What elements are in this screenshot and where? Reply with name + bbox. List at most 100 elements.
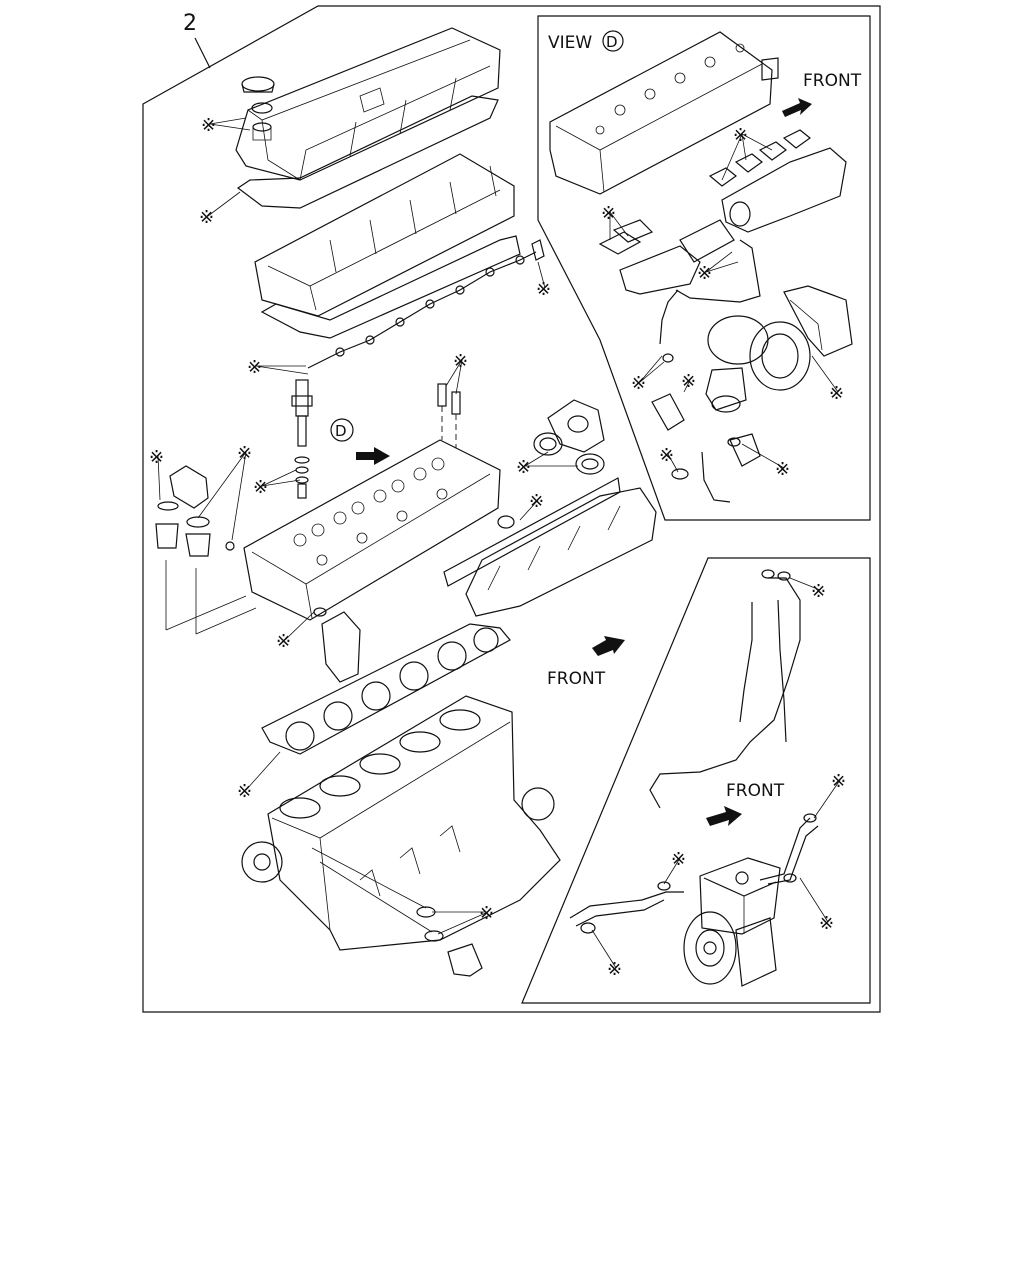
rocker-cover	[235, 27, 501, 181]
marker-leader	[255, 365, 309, 375]
kit-marker: ※	[479, 903, 494, 924]
turbo-oil-pipes	[659, 239, 761, 503]
item-leader	[194, 37, 211, 69]
marker-leader	[209, 123, 251, 131]
kit-marker: ※	[516, 457, 531, 478]
marker-leader	[231, 451, 247, 541]
marker-leader	[609, 211, 629, 237]
marker-leader	[284, 611, 315, 641]
harness-pipes	[649, 569, 801, 809]
marker-leader	[524, 451, 549, 467]
marker-leader	[157, 455, 161, 501]
marker-leader	[663, 857, 681, 885]
injector	[291, 379, 313, 499]
view-d-inset-frame	[537, 15, 871, 521]
kit-marker: ※	[237, 781, 252, 802]
marker-leader	[591, 929, 617, 969]
marker-leader	[437, 911, 489, 935]
kit-marker: ※	[199, 207, 214, 228]
exhaust-manifold-gaskets	[598, 129, 811, 255]
front-label-view-d: FRONT	[803, 71, 862, 91]
view-d-direction-arrow	[356, 447, 390, 465]
injection-pump	[683, 857, 781, 987]
kit-marker: ※	[819, 913, 834, 934]
view-d-reference-letter: D	[335, 422, 347, 440]
kit-marker: ※	[601, 203, 616, 224]
kit-marker: ※	[681, 371, 696, 392]
turbocharger	[651, 285, 853, 467]
cylinder-block	[241, 695, 561, 951]
studs	[437, 383, 461, 448]
thermostat-parts	[155, 465, 257, 635]
pump-feed-pipes	[569, 813, 819, 934]
head-gasket	[261, 623, 511, 755]
head-cover-housing	[254, 153, 515, 317]
view-d-head	[549, 31, 779, 195]
kit-marker: ※	[831, 771, 846, 792]
front-label-main: FRONT	[547, 669, 606, 689]
marker-leader	[813, 779, 841, 819]
front-arrow-pump	[706, 806, 742, 826]
kit-marker: ※	[811, 581, 826, 602]
marker-leader	[705, 251, 733, 273]
marker-leader	[207, 191, 241, 217]
kit-marker: ※	[775, 459, 790, 480]
intake-manifold	[443, 477, 657, 617]
oil-orings	[311, 847, 483, 977]
item-number: 2	[183, 11, 197, 36]
exhaust-manifold	[619, 147, 847, 295]
rocker-cover-gasket	[236, 95, 499, 209]
kit-marker: ※	[697, 263, 712, 284]
marker-leader	[261, 479, 301, 487]
marker-leader	[683, 379, 691, 393]
leak-off-pipe	[307, 239, 545, 369]
marker-leader	[741, 443, 785, 469]
kit-marker: ※	[733, 125, 748, 146]
kit-marker: ※	[247, 357, 262, 378]
kit-marker: ※	[671, 849, 686, 870]
marker-leader	[639, 361, 665, 383]
kit-marker: ※	[536, 279, 551, 300]
marker-leader	[811, 355, 839, 393]
front-arrow-view-d	[782, 98, 812, 117]
view-letter: D	[606, 33, 618, 51]
kit-marker: ※	[237, 443, 252, 464]
marker-leader	[261, 469, 297, 487]
kit-marker: ※	[659, 445, 674, 466]
view-d-reference-circle	[330, 418, 354, 442]
marker-leader	[445, 359, 463, 387]
view-letter-circle	[602, 30, 624, 52]
front-label-pump: FRONT	[726, 781, 785, 801]
marker-leader	[741, 133, 773, 151]
marker-leader	[455, 359, 463, 395]
front-arrow-main	[592, 636, 625, 656]
marker-leader	[741, 133, 747, 161]
marker-leader	[799, 877, 829, 923]
marker-leader	[245, 751, 281, 791]
kit-markers: ※※※※※※※※※※※※※※※※※※※※※※※※※※	[149, 115, 846, 980]
cylinder-head	[243, 439, 501, 621]
egr-gaskets	[533, 399, 605, 475]
kit-marker: ※	[631, 373, 646, 394]
marker-leader	[639, 355, 663, 383]
marker-leader	[721, 133, 743, 181]
kit-marker: ※	[453, 351, 468, 372]
kit-marker: ※	[276, 631, 291, 652]
marker-leader	[789, 577, 821, 591]
kit-marker: ※	[253, 477, 268, 498]
view-label: VIEW	[548, 33, 592, 53]
kit-marker: ※	[829, 383, 844, 404]
marker-leader	[705, 261, 739, 273]
kit-marker: ※	[529, 491, 544, 512]
marker-leader	[667, 453, 679, 473]
marker-leader	[197, 451, 247, 519]
kit-marker: ※	[201, 115, 216, 136]
main-frame	[142, 5, 881, 1013]
marker-leader	[519, 499, 539, 521]
oil-filler-cap	[241, 76, 275, 141]
kit-marker: ※	[149, 447, 164, 468]
head-cover-gasket	[260, 235, 521, 339]
water-outlet	[313, 607, 361, 683]
marker-leader	[209, 117, 247, 125]
